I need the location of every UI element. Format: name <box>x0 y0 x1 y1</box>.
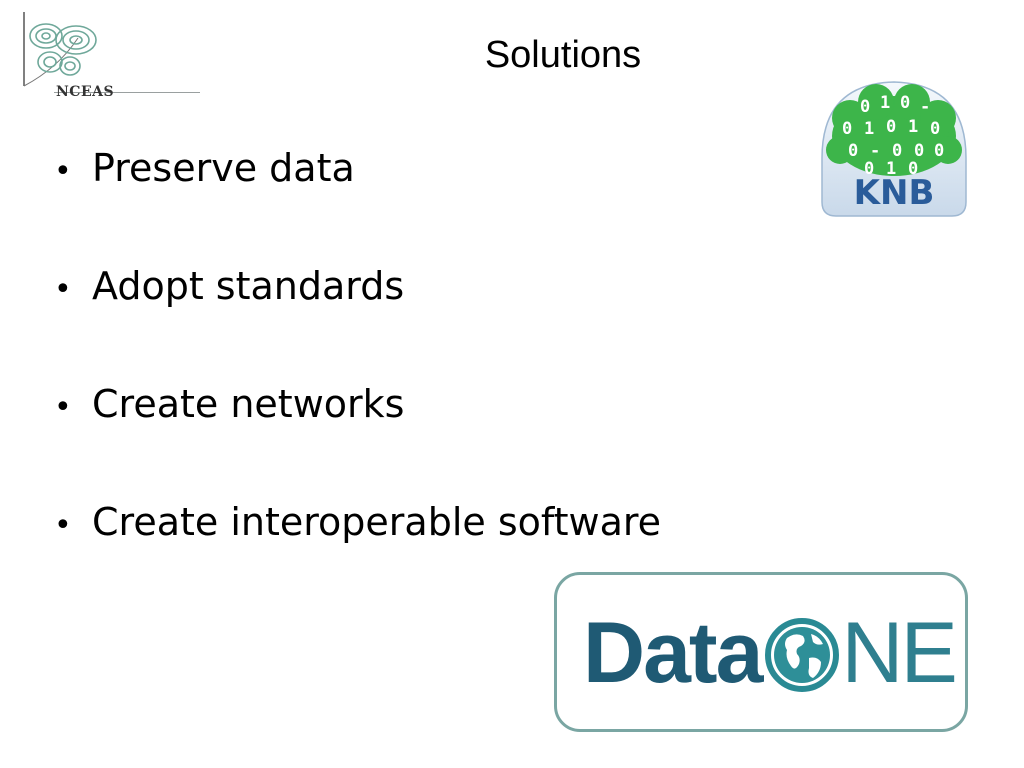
dataone-text-ne: NE <box>841 604 957 701</box>
slide-title: Solutions <box>484 34 642 76</box>
svg-text:1: 1 <box>864 119 874 139</box>
nceas-logo: NCEAS <box>18 8 200 100</box>
svg-text:1: 1 <box>908 117 918 137</box>
svg-text:0: 0 <box>892 141 902 161</box>
bullet-marker: • <box>54 154 72 189</box>
svg-text:0: 0 <box>848 141 858 161</box>
svg-text:0: 0 <box>914 141 924 161</box>
globe-icon <box>765 618 840 692</box>
svg-text:0: 0 <box>864 159 874 179</box>
bullet-text: Adopt standards <box>92 264 405 308</box>
bullet-marker: • <box>54 508 72 543</box>
svg-text:0: 0 <box>900 93 910 113</box>
svg-text:0: 0 <box>908 159 918 179</box>
bullet-item: • Preserve data <box>54 146 661 264</box>
svg-text:0: 0 <box>842 119 852 139</box>
dataone-logo: Data NE <box>554 572 968 732</box>
svg-text:0: 0 <box>934 141 944 161</box>
svg-text:-: - <box>870 141 880 161</box>
knb-logo-text: KNB <box>854 173 935 213</box>
bullet-marker: • <box>54 390 72 425</box>
bullet-item: • Create interoperable software <box>54 500 661 618</box>
dataone-wordmark: Data NE <box>583 603 958 703</box>
bullet-item: • Adopt standards <box>54 264 661 382</box>
nceas-underline <box>54 92 200 93</box>
svg-text:0: 0 <box>930 119 940 139</box>
bullet-text: Create interoperable software <box>92 500 662 544</box>
svg-text:1: 1 <box>880 93 890 113</box>
bullet-item: • Create networks <box>54 382 661 500</box>
nceas-logo-text: NCEAS <box>56 84 115 100</box>
svg-text:0: 0 <box>860 97 870 117</box>
svg-text:-: - <box>920 97 930 117</box>
svg-text:1: 1 <box>886 159 896 179</box>
dataone-text-data: Data <box>583 604 763 701</box>
bullet-marker: • <box>54 272 72 307</box>
svg-text:0: 0 <box>886 117 896 137</box>
nceas-swirl-icon <box>23 12 97 87</box>
bullet-list: • Preserve data • Adopt standards • Crea… <box>54 146 661 618</box>
bullet-text: Create networks <box>92 382 405 426</box>
bullet-text: Preserve data <box>92 146 355 190</box>
